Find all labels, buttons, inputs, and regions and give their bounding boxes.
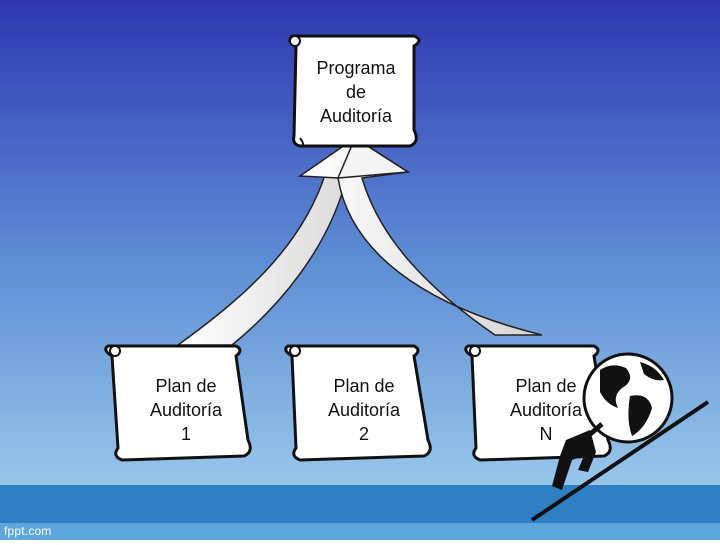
label-plan-2: Plan de Auditoría 2	[327, 376, 401, 444]
footer-brand: fppt.com	[4, 524, 52, 538]
label-plan-1: Plan de Auditoría 1	[149, 376, 223, 444]
globe-icon	[582, 352, 674, 444]
scroll-plan-n	[464, 344, 612, 462]
sea-band	[0, 485, 720, 523]
hill-slope	[530, 400, 710, 522]
footer-band	[0, 523, 720, 540]
pushing-figure-icon	[552, 422, 604, 490]
arrow-head	[336, 136, 411, 179]
scroll-programa	[288, 34, 421, 148]
scroll-plan-2	[284, 344, 432, 462]
scroll-plan-1	[104, 344, 252, 462]
label-programa: Programa de Auditoría	[316, 58, 396, 126]
label-plan-n: Plan de Auditoría N	[509, 376, 583, 444]
arrow-right-to-top	[297, 137, 543, 336]
